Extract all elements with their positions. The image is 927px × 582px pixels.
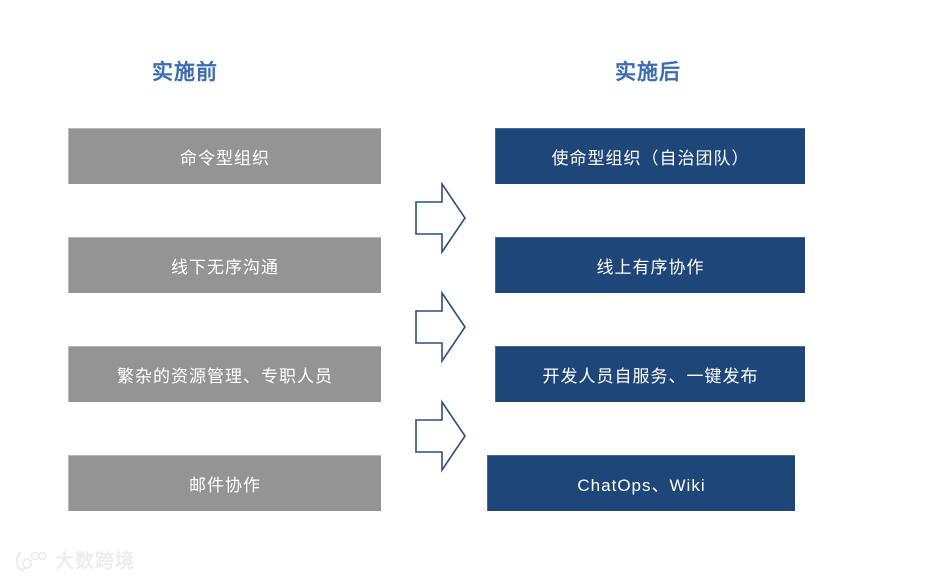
after-item-box-3[interactable]: 开发人员自服务、一键发布	[495, 346, 805, 402]
block-arrow-right-icon-3	[412, 398, 468, 474]
block-arrow-right-icon-1	[412, 180, 468, 256]
dashu-kuajing-logo-icon	[14, 550, 48, 572]
watermark: 大数跨境	[14, 550, 135, 572]
column-heading-after: 实施后	[615, 61, 681, 84]
after-item-box-4[interactable]: ChatOps、Wiki	[487, 455, 795, 511]
before-item-box-1[interactable]: 命令型组织	[68, 128, 381, 184]
column-heading-before: 实施前	[152, 61, 218, 84]
after-item-box-2[interactable]: 线上有序协作	[495, 237, 805, 293]
before-item-box-2[interactable]: 线下无序沟通	[68, 237, 381, 293]
block-arrow-right-icon-2	[412, 289, 468, 365]
before-item-box-4[interactable]: 邮件协作	[68, 455, 381, 511]
watermark-text: 大数跨境	[55, 550, 136, 572]
before-item-box-3[interactable]: 繁杂的资源管理、专职人员	[68, 346, 381, 402]
after-item-box-1[interactable]: 使命型组织（自治团队）	[495, 128, 805, 184]
